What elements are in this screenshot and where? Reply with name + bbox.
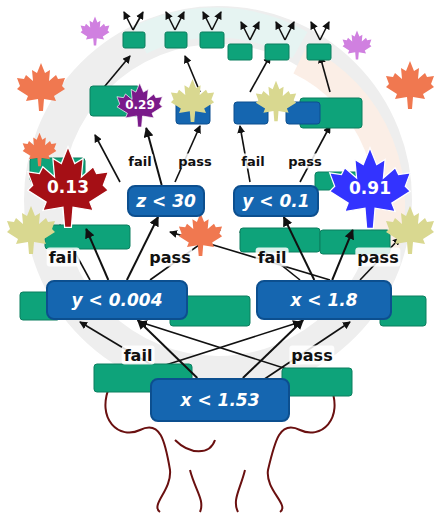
branch-arrow <box>124 12 329 40</box>
decision-box: x < 1.8 <box>256 280 392 320</box>
leaf-value-text: 0.13 <box>47 177 89 197</box>
leaf-value: 0.91 <box>328 146 412 230</box>
split-condition: x < 1.53 <box>181 390 260 410</box>
split-condition: y < 0.1 <box>242 191 309 211</box>
branch-label: fail <box>239 154 266 169</box>
branch-label: fail <box>47 248 80 267</box>
watermark <box>43 25 393 375</box>
branch-arrow <box>60 56 400 382</box>
branch-connector <box>332 230 353 280</box>
leaf-value: 0.13 <box>26 145 110 229</box>
leaf-value: 0.29 <box>116 82 163 128</box>
decision-box: y < 0.004 <box>46 280 188 320</box>
branch-label: pass <box>286 154 324 169</box>
branch-label: pass <box>176 154 214 169</box>
split-condition: z < 30 <box>136 191 196 211</box>
decision-box: x < 1.53 <box>150 378 290 422</box>
branch-label: fail <box>122 346 155 365</box>
branch-connector <box>86 229 108 280</box>
split-condition: y < 0.004 <box>72 290 163 310</box>
branch-label: fail <box>126 154 153 169</box>
tree-box <box>20 32 426 396</box>
branch-label: pass <box>289 346 334 365</box>
branch-label: pass <box>355 248 400 267</box>
split-condition: x < 1.8 <box>290 290 357 310</box>
decision-box: z < 30 <box>127 185 205 217</box>
leaf-value-text: 0.29 <box>125 98 155 112</box>
branch-label: fail <box>256 248 289 267</box>
decorative-leaf <box>7 17 434 257</box>
branch-label: pass <box>147 248 192 267</box>
decision-box: y < 0.1 <box>233 185 318 217</box>
leaf-value-text: 0.91 <box>349 178 391 198</box>
tree-trunk <box>105 385 334 512</box>
